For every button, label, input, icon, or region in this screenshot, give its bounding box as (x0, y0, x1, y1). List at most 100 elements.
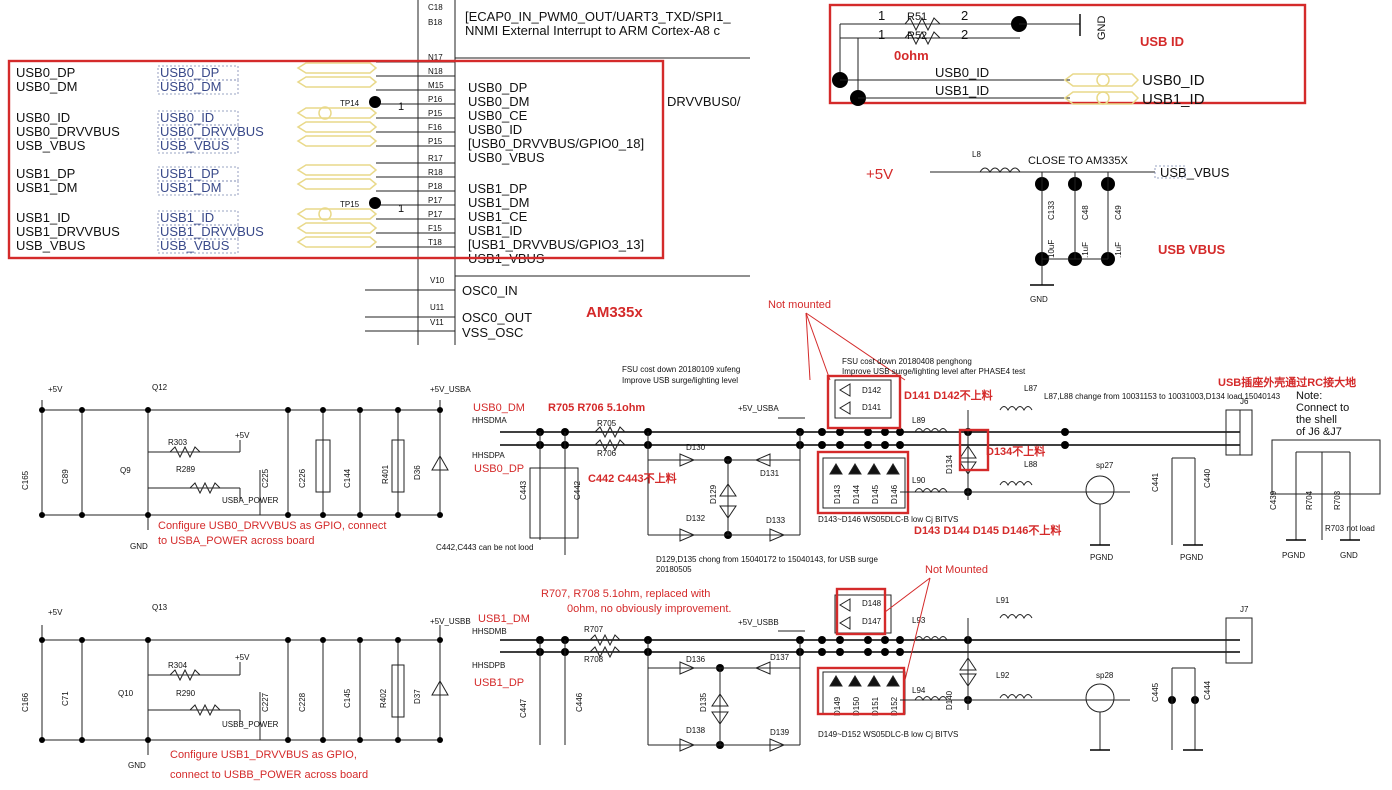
a-c443: C443 (519, 480, 528, 500)
note-r707-1: R707, R708 5.1ohm, replaced with (541, 588, 710, 600)
left-net-3: USB0_DRVVBUS (16, 124, 120, 139)
tp14-dot (369, 96, 381, 108)
vbus-gnd: GND (1030, 295, 1048, 304)
tp15-label: TP15 (340, 200, 360, 209)
note-not-mounted-bottom: Not Mounted (925, 564, 988, 576)
b-c145: C145 (343, 688, 352, 708)
left-net-1: USB0_DM (16, 79, 77, 94)
b-c166: C166 (21, 692, 30, 712)
note-config1-1: Configure USB1_DRVVBUS as GPIO, (170, 749, 357, 761)
tvs-a-3: D146 (890, 484, 899, 504)
cap-c49-value: .1uF (1114, 242, 1123, 258)
tvs-a-1: D144 (852, 484, 861, 504)
note-config1-2: connect to USBB_POWER across board (170, 769, 368, 781)
notes: Not mounted Not Mounted FSU cost down 20… (158, 299, 1375, 781)
am-pin-9: P18 (428, 182, 443, 191)
b-vbus: +5V_USBB (738, 618, 779, 627)
vbus-title: USB VBUS (1158, 242, 1226, 257)
osc-pin-0: V10 (430, 276, 445, 285)
b-hhsdm: HHSDMB (472, 627, 507, 636)
b-r304: R304 (168, 661, 188, 670)
a-l89: L89 (912, 416, 926, 425)
left-net-dup-8: USB1_DRVVBUS (160, 224, 264, 239)
note-d129-change: D129,D135 chong from 15040172 to 1504014… (656, 555, 878, 564)
left-net-6: USB1_DM (16, 180, 77, 195)
note-d143: D143 D144 D145 D146不上料 (914, 523, 1061, 537)
a-sp27: sp27 (1096, 461, 1114, 470)
a-l90: L90 (912, 476, 926, 485)
b-j7: J7 (1240, 605, 1249, 614)
circuit-usb0: +5V +5V_USBA Q12 Q9 R303 R289 +5V USBA_P… (21, 374, 1381, 749)
osc-pin-2: V11 (430, 318, 444, 327)
note-shell-cn: USB插座外壳通过RC接大地 (1218, 375, 1356, 389)
a-dp-label: USB0_DP (474, 463, 524, 475)
left-net-dup-6: USB1_DM (160, 180, 221, 195)
left-net-dup-3: USB0_DRVVBUS (160, 124, 264, 139)
a-hhsdm: HHSDMA (472, 416, 507, 425)
b-plus5v-r: +5V (235, 653, 250, 662)
b-power-net: USBB_POWER (222, 720, 279, 729)
a-d130: D130 (686, 443, 706, 452)
circuit-usb1: +5V +5V_USBB Q13 Q10 R304 R290 +5V USBB_… (21, 587, 1253, 770)
chip-label: AM335x (586, 304, 643, 321)
a-tvs-note: D143~D146 WS05DLC-B low Cj BITVS (818, 515, 958, 524)
note-fsu1-line1: FSU cost down 20180109 xufeng (622, 365, 740, 374)
note-config0-1: Configure USB0_DRVVBUS as GPIO, connect (158, 520, 386, 532)
a-r401: R401 (381, 464, 390, 484)
b-c444: C444 (1203, 680, 1212, 700)
a-d133: D133 (766, 516, 786, 525)
left-net-9: USB_VBUS (16, 238, 86, 253)
a-gnd: GND (130, 542, 148, 551)
b-r707: R707 (584, 625, 604, 634)
b-tvs-box (816, 666, 906, 716)
am-net-4: USB0_ID (468, 122, 522, 137)
cap-c49-ref: C49 (1114, 205, 1123, 220)
a-c440: C440 (1203, 468, 1212, 488)
a-dm-label: USB0_DM (473, 402, 525, 414)
b-gnd: GND (128, 761, 146, 770)
am-pin-11: P17 (428, 210, 443, 219)
tp14-label: TP14 (340, 99, 360, 108)
b-c446: C446 (575, 692, 584, 712)
b-d147-box (835, 587, 887, 636)
a-q12: Q12 (152, 383, 168, 392)
net-ecap0: [ECAP0_IN_PWM0_OUT/UART3_TXD/SPI1_ (465, 9, 731, 24)
a-plus5v-r: +5V (235, 431, 250, 440)
b-tvs-note: D149~D152 WS05DLC-B low Cj BITVS (818, 730, 958, 739)
a-d36: D36 (413, 465, 422, 480)
am-pin-1: N18 (428, 67, 443, 76)
tvs-b-2: D151 (871, 696, 880, 716)
r51-ref: R51 (907, 11, 927, 23)
note-d129-date: 20180505 (656, 565, 692, 574)
a-r703: R703 (1333, 490, 1342, 510)
am-net-3: USB0_CE (468, 108, 528, 123)
note-fsu2-line2: Improve USB surge/lighting level after P… (842, 367, 1026, 376)
osc-net-2: VSS_OSC (462, 325, 523, 340)
b-d136: D136 (686, 655, 706, 664)
left-net-4: USB_VBUS (16, 138, 86, 153)
b-plus5v-usb: +5V_USBB (430, 617, 471, 626)
tp14-pin: 1 (398, 101, 404, 113)
b-c227: C227 (261, 692, 270, 712)
a-d134-box (958, 428, 990, 472)
left-net-dup-4: USB_VBUS (160, 138, 230, 153)
am-net-8: USB1_DP (468, 181, 527, 196)
r51-pin1: 1 (878, 8, 885, 23)
note-not-mounted-top: Not mounted (768, 299, 831, 311)
a-l88: L88 (1024, 460, 1038, 469)
b-d37: D37 (413, 689, 422, 704)
vbus-l8: L8 (972, 150, 981, 159)
left-net-8: USB1_DRVVBUS (16, 224, 120, 239)
am-net-6: USB0_VBUS (468, 150, 545, 165)
note-fsu1-line2: Improve USB surge/lighting level (622, 376, 738, 385)
a-pgnd1: PGND (1090, 553, 1113, 562)
drvvbus-label: DRVVBUS0/ (667, 94, 741, 109)
usb-id-port1: USB1_ID (1142, 91, 1205, 108)
a-d134: D134 (945, 454, 954, 474)
a-r303: R303 (168, 438, 188, 447)
usb-id-net1: USB1_ID (935, 83, 989, 98)
b-d138: D138 (686, 726, 706, 735)
tvs-b-3: D152 (890, 696, 899, 716)
b-c228: C228 (298, 692, 307, 712)
